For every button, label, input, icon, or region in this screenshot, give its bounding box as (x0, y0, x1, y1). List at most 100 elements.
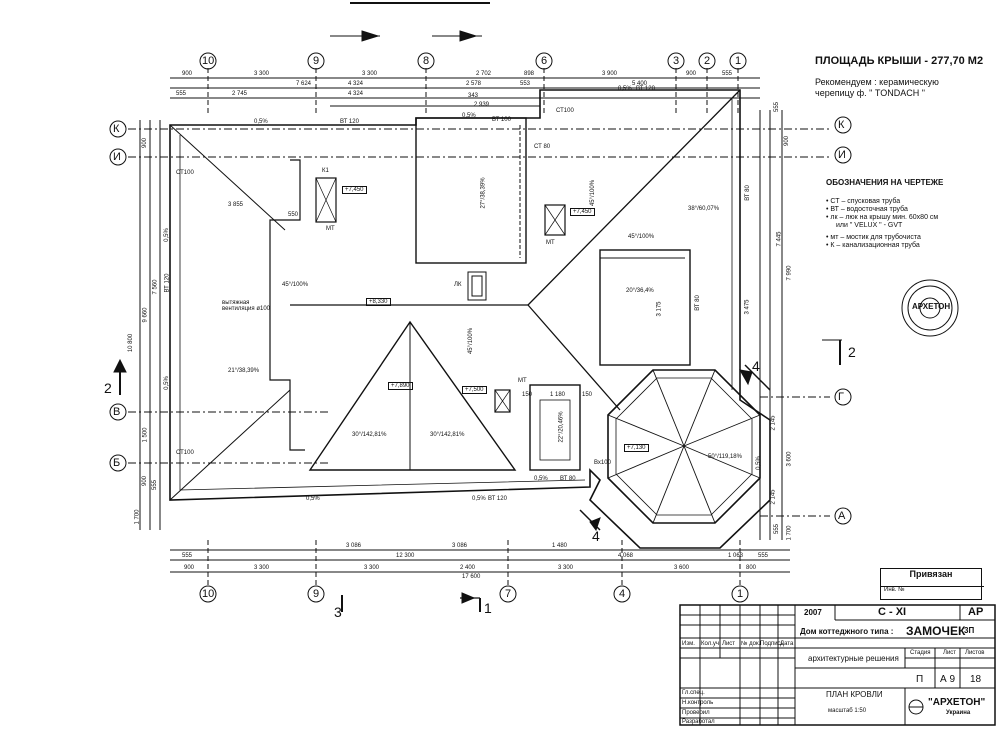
misc-3855: 3 855 (228, 202, 244, 208)
level-0: +7,450 (342, 186, 367, 194)
misc-4324: 4 324 (348, 81, 364, 87)
misc-1180: 1 180 (550, 392, 566, 398)
recommend-line-2: черепицу ф. " TONDACH " (815, 88, 925, 98)
sheets-value: 18 (970, 674, 982, 685)
misc-vent: вытяжная вентиляция ø100 (222, 300, 270, 312)
dim-bot1-3: 1 480 (552, 543, 568, 549)
pitch-3: 45°/100% (590, 179, 597, 207)
down-2: СТ 80 (534, 144, 551, 150)
slope-8: 0,5% (755, 456, 762, 470)
slope-4: 0,5% (163, 376, 170, 390)
pipe-0: ВТ 120 (340, 119, 359, 125)
dim-left-7: 1 700 (134, 509, 141, 525)
privyazan-box: Привязан (880, 568, 982, 600)
misc-3175: 3 175 (656, 301, 663, 317)
dim-right-1: 900 (784, 135, 791, 147)
axis-top-9: 9 (313, 55, 320, 67)
section-4-bottom: 4 (592, 528, 600, 544)
dim-right-0: 555 (774, 101, 781, 113)
pitch-1: 45°/100% (282, 282, 309, 288)
axis-top-10: 10 (202, 55, 215, 67)
dim-left-5: 900 (142, 475, 149, 487)
legend-item-5: • К – канализационная труба (826, 242, 920, 249)
section-name: архитектурные решения (808, 654, 899, 663)
legend-item-1: • ВТ – водосточная труба (826, 206, 908, 213)
level-5: +7,130 (624, 444, 649, 452)
stamp-code: АР (968, 606, 984, 618)
section-4-top: 4 (752, 358, 760, 374)
dim-bot1-0: 555 (182, 553, 193, 559)
axis-right-G: Г (838, 391, 844, 403)
slope-5: 0,5% (306, 496, 320, 502)
col-date: Дата (780, 641, 794, 647)
down-3: СТ100 (176, 450, 194, 456)
role-2: Проверил (682, 710, 710, 716)
dim-left-2: 9 660 (142, 307, 149, 323)
pitch-6: 20°/36,4% (626, 288, 654, 294)
dim-right-8: 555 (774, 523, 781, 535)
misc-mt-1: МТ (546, 240, 555, 246)
level-1: +7,450 (570, 208, 595, 216)
col-doc: № док. (741, 641, 761, 647)
pitch-8: 30°/142,81% (430, 432, 465, 438)
level-2: +8,330 (366, 298, 391, 306)
pitch-9: 22°/20,46% (558, 411, 565, 443)
dim-top2-1: 553 (520, 81, 531, 87)
level-4: +7,500 (462, 386, 487, 394)
dim-top3-2: 4 324 (348, 91, 364, 97)
pipe-6: ВТ 120 (488, 496, 507, 502)
dim-bot1-4: 4 068 (618, 553, 634, 559)
axis-left-I: И (113, 151, 121, 163)
project-variant: 3П (964, 626, 975, 635)
down-1: СТ100 (556, 108, 574, 114)
scale: масштаб 1:50 (828, 708, 867, 714)
dim-top1-5: 3 900 (602, 71, 618, 77)
misc-mt-2: МТ (518, 378, 527, 384)
dim-left-1: 7 560 (152, 279, 159, 295)
misc-150a: 150 (522, 392, 533, 398)
pitch-11: 45°/100% (468, 327, 475, 355)
dim-right-4: 3 475 (744, 299, 751, 315)
slope-1: 0,5% (462, 113, 476, 119)
dim-top1-4: 898 (524, 71, 535, 77)
section-2-right: 2 (848, 344, 856, 360)
misc-lk: ЛК (454, 282, 462, 288)
company-name: "АРХЕТОН" (928, 697, 986, 708)
seal-text: АРХЕТОН (912, 302, 951, 311)
pipe-7: ВТ 80 (560, 476, 576, 482)
pitch-0: 21°/38,39% (228, 368, 260, 374)
dim-right-3: 7 990 (786, 265, 793, 281)
misc-550: 550 (288, 212, 299, 218)
dim-bottom-total: 17 600 (462, 574, 481, 580)
dim-right-6: 3 600 (786, 451, 793, 467)
misc-150b: 150 (582, 392, 593, 398)
section-1: 1 (484, 600, 492, 616)
misc-k1: К1 (322, 168, 329, 174)
project-name: ЗАМОЧЕК (906, 624, 966, 638)
dim-bot1-2: 3 086 (452, 543, 468, 549)
dim-top1-6: 900 (686, 71, 697, 77)
dim-top1-7: 555 (722, 71, 733, 77)
dim-top3-3: 2 578 (466, 81, 482, 87)
dim-bot3-4: 3 300 (558, 565, 574, 571)
pitch-2: 27°/38,39% (480, 177, 487, 209)
section-3: 3 (334, 604, 342, 620)
dim-top2-2: 5 400 (632, 81, 648, 87)
axis-bottom-9: 9 (313, 588, 320, 600)
pitch-4: 38°/60,07% (688, 206, 720, 212)
level-3: +7,890 (388, 382, 413, 390)
dim-bot1-5: 1 068 (728, 553, 744, 559)
stage-value: П (916, 674, 924, 685)
slope-7: 0,5% (534, 476, 548, 482)
roof-area-title: ПЛОЩАДЬ КРЫШИ - 277,70 М2 (815, 55, 984, 67)
dim-bot3-3: 2 400 (460, 565, 476, 571)
axis-top-8: 8 (423, 55, 430, 67)
slope-6: 0,5% (472, 496, 486, 502)
company-country: Украина (946, 710, 971, 716)
project-type: Дом коттеджного типа : (800, 627, 894, 636)
dim-bot3-2: 3 300 (364, 565, 380, 571)
pipe-3: ВТ 80 (744, 185, 751, 201)
pipe-2: ВТ 120 (636, 86, 655, 92)
dim-top3-1: 2 745 (232, 91, 248, 97)
